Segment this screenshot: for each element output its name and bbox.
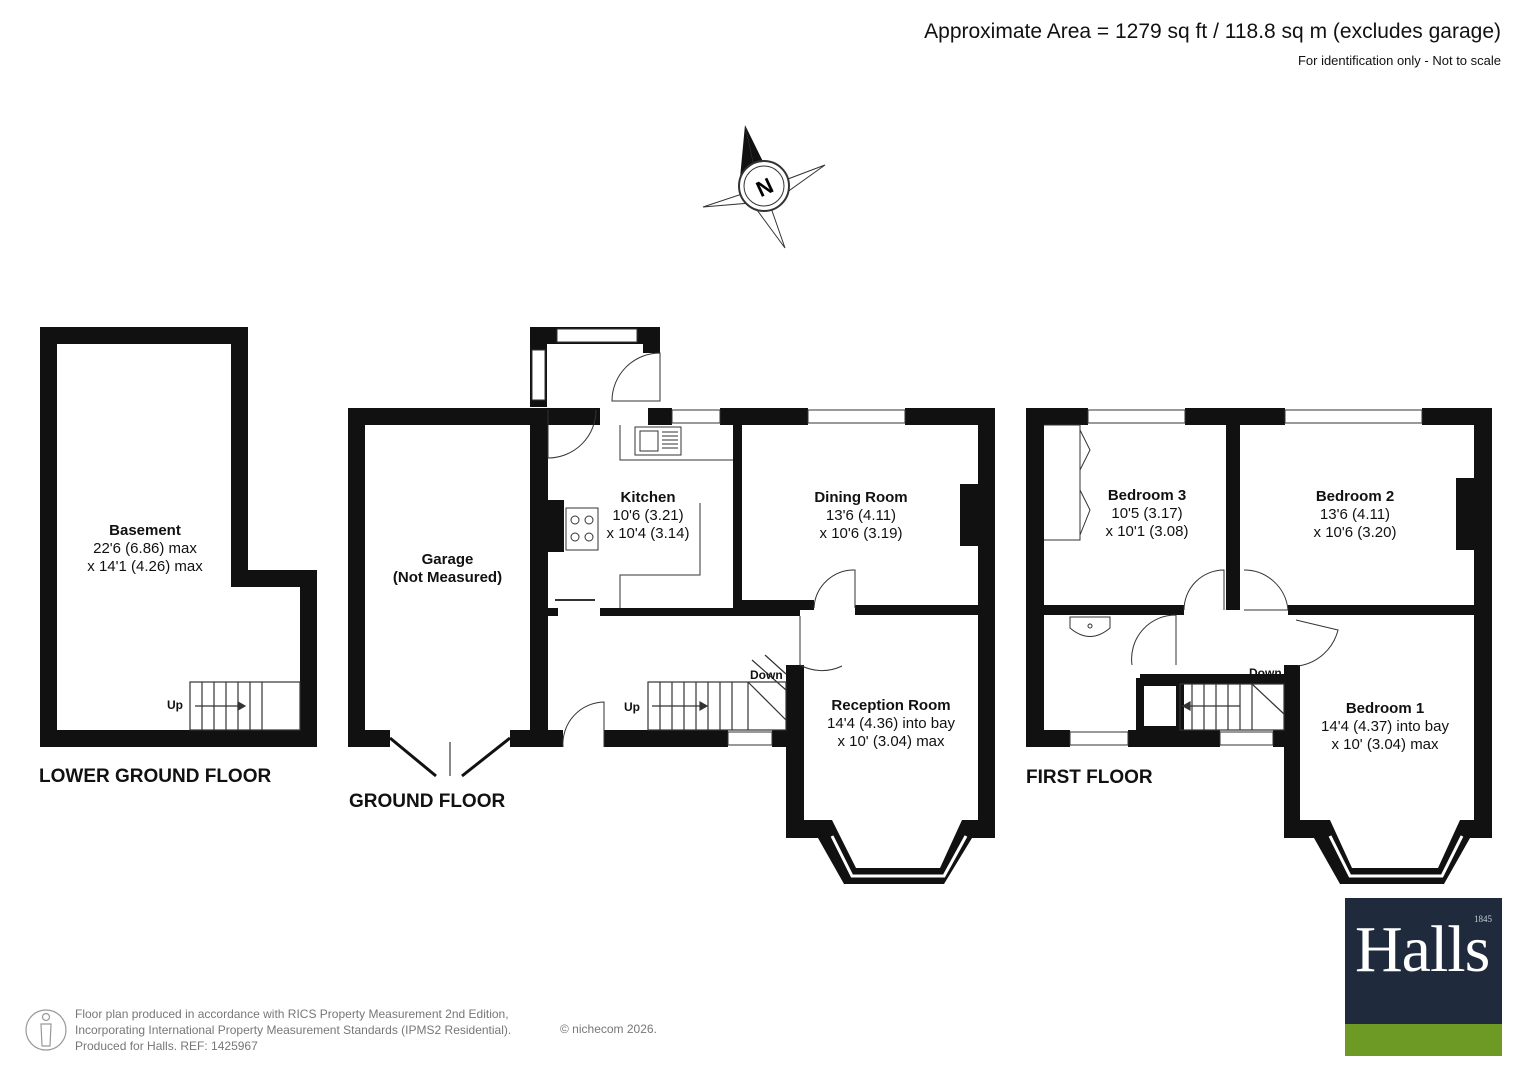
room-kitchen: Kitchen 10'6 (3.21) x 10'4 (3.14) <box>590 489 706 543</box>
room-dimension: 13'6 (4.11) <box>1319 506 1391 523</box>
footer-line: Produced for Halls. REF: 1425967 <box>75 1039 258 1053</box>
stairs-up-label: Up <box>624 700 640 714</box>
room-dimension: x 14'1 (4.26) max <box>87 558 203 575</box>
basement-stairs <box>189 681 301 731</box>
room-dimension: 10'5 (3.17) <box>1111 505 1183 522</box>
room-dimension: 10'6 (3.21) <box>612 507 684 524</box>
room-bedroom-3: Bedroom 3 10'5 (3.17) x 10'1 (3.08) <box>1086 487 1208 541</box>
bedroom1-bay <box>1284 820 1492 884</box>
footer-line: Incorporating International Property Mea… <box>75 1023 512 1037</box>
stairs-down-label: Down <box>1249 666 1282 680</box>
logo-year: 1845 <box>1474 914 1492 924</box>
basement-walls <box>40 327 317 747</box>
ground-stairs <box>647 654 787 731</box>
room-dimension: x 10'1 (3.08) <box>1105 523 1189 540</box>
room-dimension: (Not Measured) <box>392 569 503 586</box>
room-bedroom-1: Bedroom 1 14'4 (4.37) into bay x 10' (3.… <box>1302 700 1468 754</box>
logo-green-bar <box>1345 1024 1502 1056</box>
reception-bay <box>786 820 995 884</box>
first-floor-walls <box>1026 408 1492 838</box>
ground-floor-walls <box>530 408 995 838</box>
stairs-down-label: Down <box>750 668 783 682</box>
scale-disclaimer: For identification only - Not to scale <box>1297 53 1501 68</box>
room-name: Basement <box>109 522 181 539</box>
room-name: Garage <box>421 551 474 568</box>
room-garage: Garage (Not Measured) <box>370 551 525 587</box>
ground-doors <box>547 409 856 748</box>
room-reception: Reception Room 14'4 (4.36) into bay x 10… <box>808 697 974 751</box>
room-name: Dining Room <box>814 489 908 506</box>
room-name: Reception Room <box>831 697 951 714</box>
disclaimer-footer: Floor plan produced in accordance with R… <box>75 1006 511 1054</box>
room-bedroom-2: Bedroom 2 13'6 (4.11) x 10'6 (3.20) <box>1280 488 1430 542</box>
ground-windows <box>671 409 906 746</box>
room-basement: Basement 22'6 (6.86) max x 14'1 (4.26) m… <box>60 522 230 576</box>
floor-label-first: FIRST FLOOR <box>1026 767 1153 788</box>
room-dimension: x 10' (3.04) max <box>1331 736 1439 753</box>
room-dimension: x 10'6 (3.20) <box>1313 524 1397 541</box>
first-fittings <box>1044 424 1339 667</box>
room-dimension: x 10'6 (3.19) <box>819 525 903 542</box>
approximate-area: Approximate Area = 1279 sq ft / 118.8 sq… <box>924 20 1501 43</box>
person-silhouette-icon <box>25 1009 67 1051</box>
first-windows <box>1069 409 1423 746</box>
room-dimension: 13'6 (4.11) <box>825 507 897 524</box>
room-name: Bedroom 2 <box>1315 488 1395 505</box>
room-dimension: x 10'4 (3.14) <box>606 525 690 542</box>
room-name: Kitchen <box>620 489 676 506</box>
garage-doors <box>389 736 511 778</box>
room-dimension: 14'4 (4.36) into bay <box>827 715 955 732</box>
room-dining: Dining Room 13'6 (4.11) x 10'6 (3.19) <box>782 489 940 543</box>
room-dimension: 22'6 (6.86) max <box>93 540 197 557</box>
room-dimension: x 10' (3.04) max <box>837 733 945 750</box>
room-name: Bedroom 3 <box>1107 487 1187 504</box>
logo-wordmark: Halls <box>1355 913 1490 986</box>
porch-walls <box>530 327 661 407</box>
kitchen-fittings <box>555 425 733 608</box>
compass-icon: N <box>702 125 826 249</box>
floor-label-ground: GROUND FLOOR <box>349 791 506 812</box>
first-stairs <box>1179 683 1285 731</box>
stairs-up-label: Up <box>167 698 183 712</box>
floor-label-lower-ground: LOWER GROUND FLOOR <box>39 766 272 787</box>
room-dimension: 14'4 (4.37) into bay <box>1321 718 1449 735</box>
copyright-notice: © nichecom 2026. <box>560 1022 657 1036</box>
room-name: Bedroom 1 <box>1345 700 1425 717</box>
halls-logo: 1845 Halls <box>1345 898 1502 1056</box>
footer-line: Floor plan produced in accordance with R… <box>75 1007 509 1021</box>
